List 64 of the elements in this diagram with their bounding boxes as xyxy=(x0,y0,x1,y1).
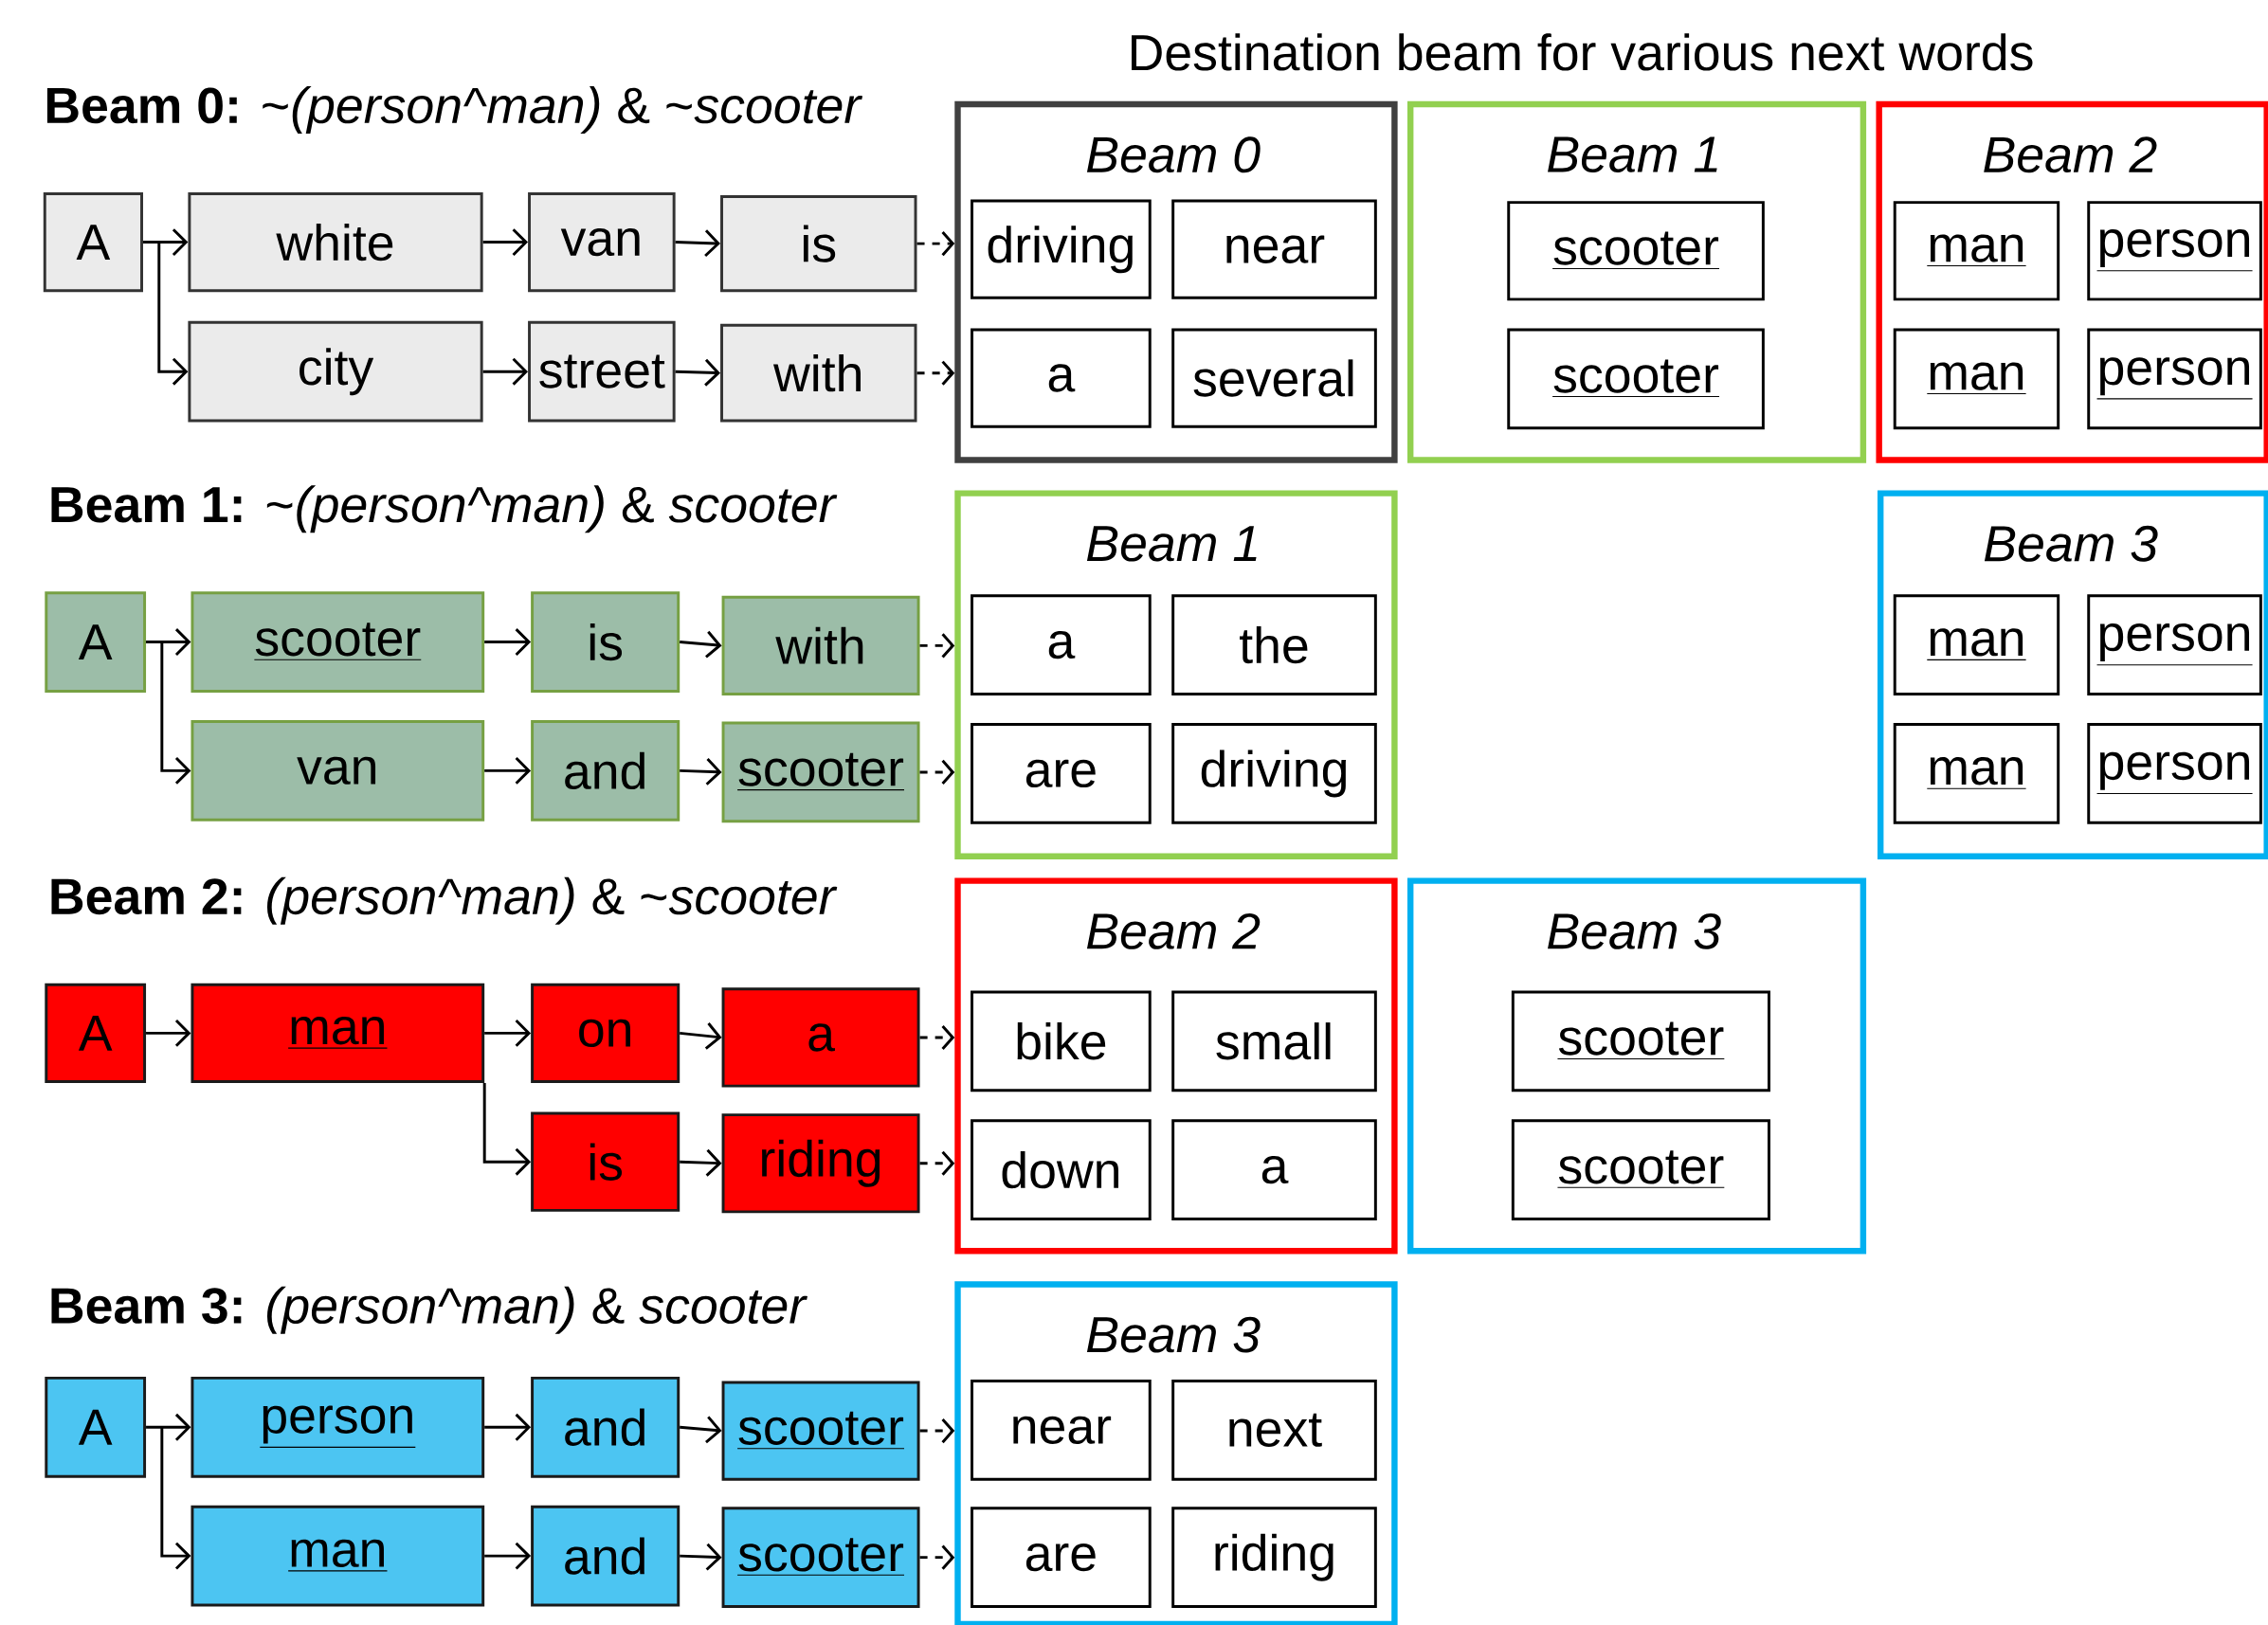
token-box: and xyxy=(531,719,680,822)
word-box: near xyxy=(1171,199,1377,299)
token-box: A xyxy=(43,191,143,292)
token-box: scooter xyxy=(721,1507,920,1608)
word-box: man xyxy=(1893,328,2060,429)
column-heading: Destination beam for various next words xyxy=(1132,33,2033,71)
token-box: street xyxy=(528,320,676,423)
token-box: man xyxy=(191,1505,485,1607)
token-box: city xyxy=(188,320,483,423)
token-box: man xyxy=(191,983,485,1083)
word-box: scooter xyxy=(1511,1119,1770,1220)
token-box: on xyxy=(531,983,680,1083)
word-box: several xyxy=(1171,328,1377,428)
token-box: A xyxy=(45,983,147,1083)
token-box: white xyxy=(188,191,483,292)
word-box: person xyxy=(2087,594,2262,695)
word-box: next xyxy=(1171,1379,1377,1481)
token-box: with xyxy=(720,323,917,423)
token-box: is xyxy=(531,1111,680,1212)
token-box: is xyxy=(531,591,680,693)
word-box: small xyxy=(1171,990,1377,1092)
token-box: with xyxy=(721,595,920,695)
word-box: a xyxy=(971,594,1152,695)
word-box: are xyxy=(971,1507,1152,1608)
word-box: driving xyxy=(1171,722,1377,824)
word-box: scooter xyxy=(1511,990,1770,1092)
token-box: A xyxy=(45,1376,147,1478)
beam-heading: Beam 0: ~(person^man) & ~scooter xyxy=(46,85,863,134)
word-box: scooter xyxy=(1507,328,1765,429)
word-box: man xyxy=(1893,594,2060,695)
token-box: riding xyxy=(721,1112,920,1214)
beam-heading: Beam 2: (person^man) & ~scooter xyxy=(51,876,838,925)
word-box: man xyxy=(1893,200,2060,301)
token-box: a xyxy=(721,987,920,1088)
token-box: and xyxy=(531,1376,680,1478)
arrow xyxy=(482,1082,532,1176)
token-box: scooter xyxy=(721,721,920,823)
beam-heading: Beam 3: (person^man) & scooter xyxy=(51,1286,807,1334)
arrow xyxy=(160,1427,191,1570)
word-box: man xyxy=(1893,722,2060,824)
token-box: van xyxy=(191,719,485,822)
token-box: van xyxy=(528,191,676,292)
word-box: riding xyxy=(1171,1507,1377,1608)
word-box: down xyxy=(971,1119,1152,1220)
word-box: near xyxy=(971,1379,1152,1481)
word-box: person xyxy=(2087,200,2262,301)
word-box: driving xyxy=(971,199,1152,299)
word-box: bike xyxy=(971,990,1152,1092)
word-box: are xyxy=(971,722,1152,824)
arrow xyxy=(160,641,191,785)
token-box: and xyxy=(531,1505,680,1607)
word-box: scooter xyxy=(1507,200,1765,301)
word-box: the xyxy=(1171,594,1377,695)
word-box: person xyxy=(2087,328,2262,429)
word-box: a xyxy=(971,328,1152,428)
token-box: A xyxy=(45,591,147,693)
word-box: a xyxy=(1171,1119,1377,1220)
token-box: is xyxy=(720,194,917,292)
token-box: person xyxy=(191,1376,485,1478)
token-box: scooter xyxy=(721,1381,920,1481)
arrow xyxy=(157,242,189,386)
word-box: person xyxy=(2087,722,2262,824)
token-box: scooter xyxy=(191,591,485,693)
beam-heading: Beam 1: ~(person^man) & scooter xyxy=(51,485,838,533)
